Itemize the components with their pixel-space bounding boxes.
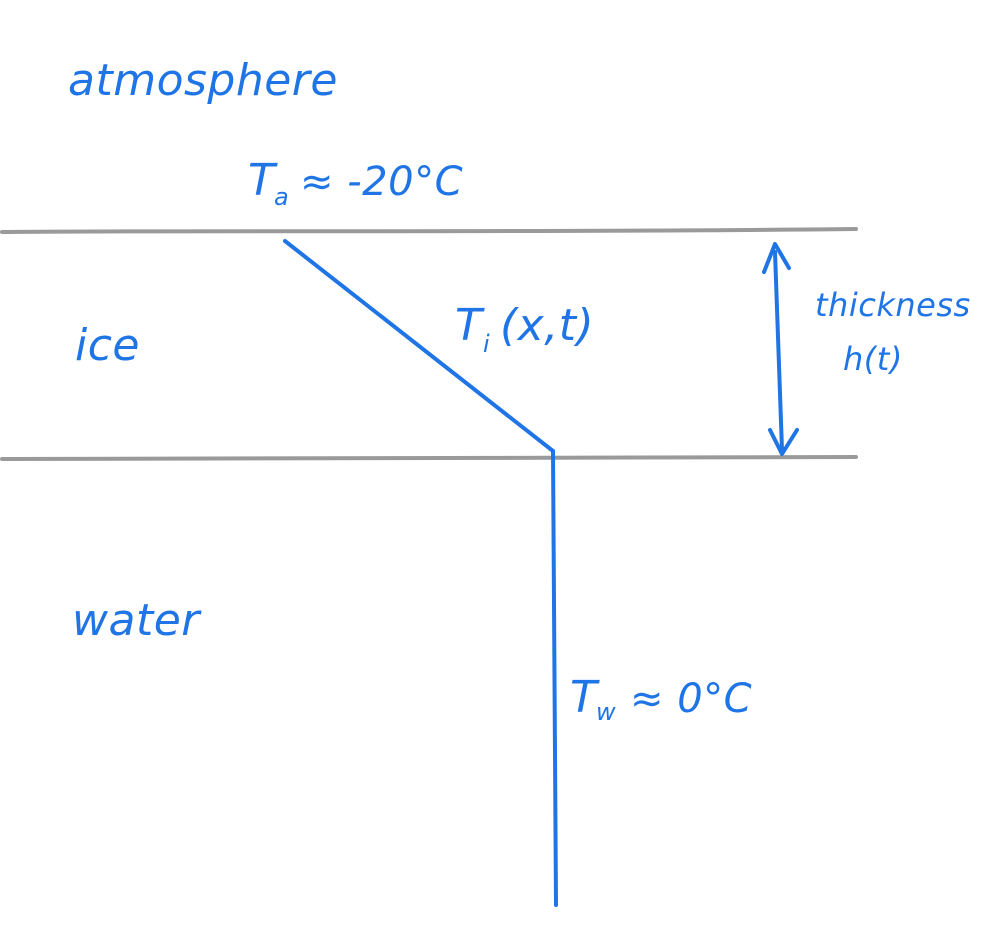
thickness-arrow-icon bbox=[762, 242, 799, 456]
water-temp-value: ≈ 0°C bbox=[630, 676, 752, 722]
ice-temp-args: (x,t) bbox=[500, 300, 594, 351]
atmosphere-ice-boundary bbox=[0, 227, 858, 234]
thickness-label: thickness h(t) bbox=[815, 286, 971, 378]
atmosphere-label: atmosphere bbox=[68, 55, 338, 106]
water-temp-subscript: w bbox=[596, 698, 616, 726]
ice-temperature-label: T i (x,t) bbox=[455, 300, 594, 358]
temperature-profile-water bbox=[551, 449, 558, 907]
water-label: water bbox=[72, 595, 202, 646]
air-temp-symbol: T bbox=[248, 155, 278, 206]
water-temp-symbol: T bbox=[570, 672, 600, 723]
ice-temp-subscript: i bbox=[483, 330, 490, 358]
thickness-expression: h(t) bbox=[843, 340, 903, 378]
thickness-word: thickness bbox=[815, 286, 971, 324]
air-temp-subscript: a bbox=[274, 183, 289, 211]
ice-temp-symbol: T bbox=[455, 300, 485, 351]
ice-water-boundary bbox=[0, 455, 858, 462]
water-temperature-label: T w ≈ 0°C bbox=[570, 672, 752, 726]
temperature-profile-ice bbox=[283, 239, 555, 453]
ice-label: ice bbox=[75, 320, 140, 371]
air-temperature-label: T a ≈ -20°C bbox=[248, 155, 463, 211]
air-temp-value: ≈ -20°C bbox=[300, 159, 463, 205]
